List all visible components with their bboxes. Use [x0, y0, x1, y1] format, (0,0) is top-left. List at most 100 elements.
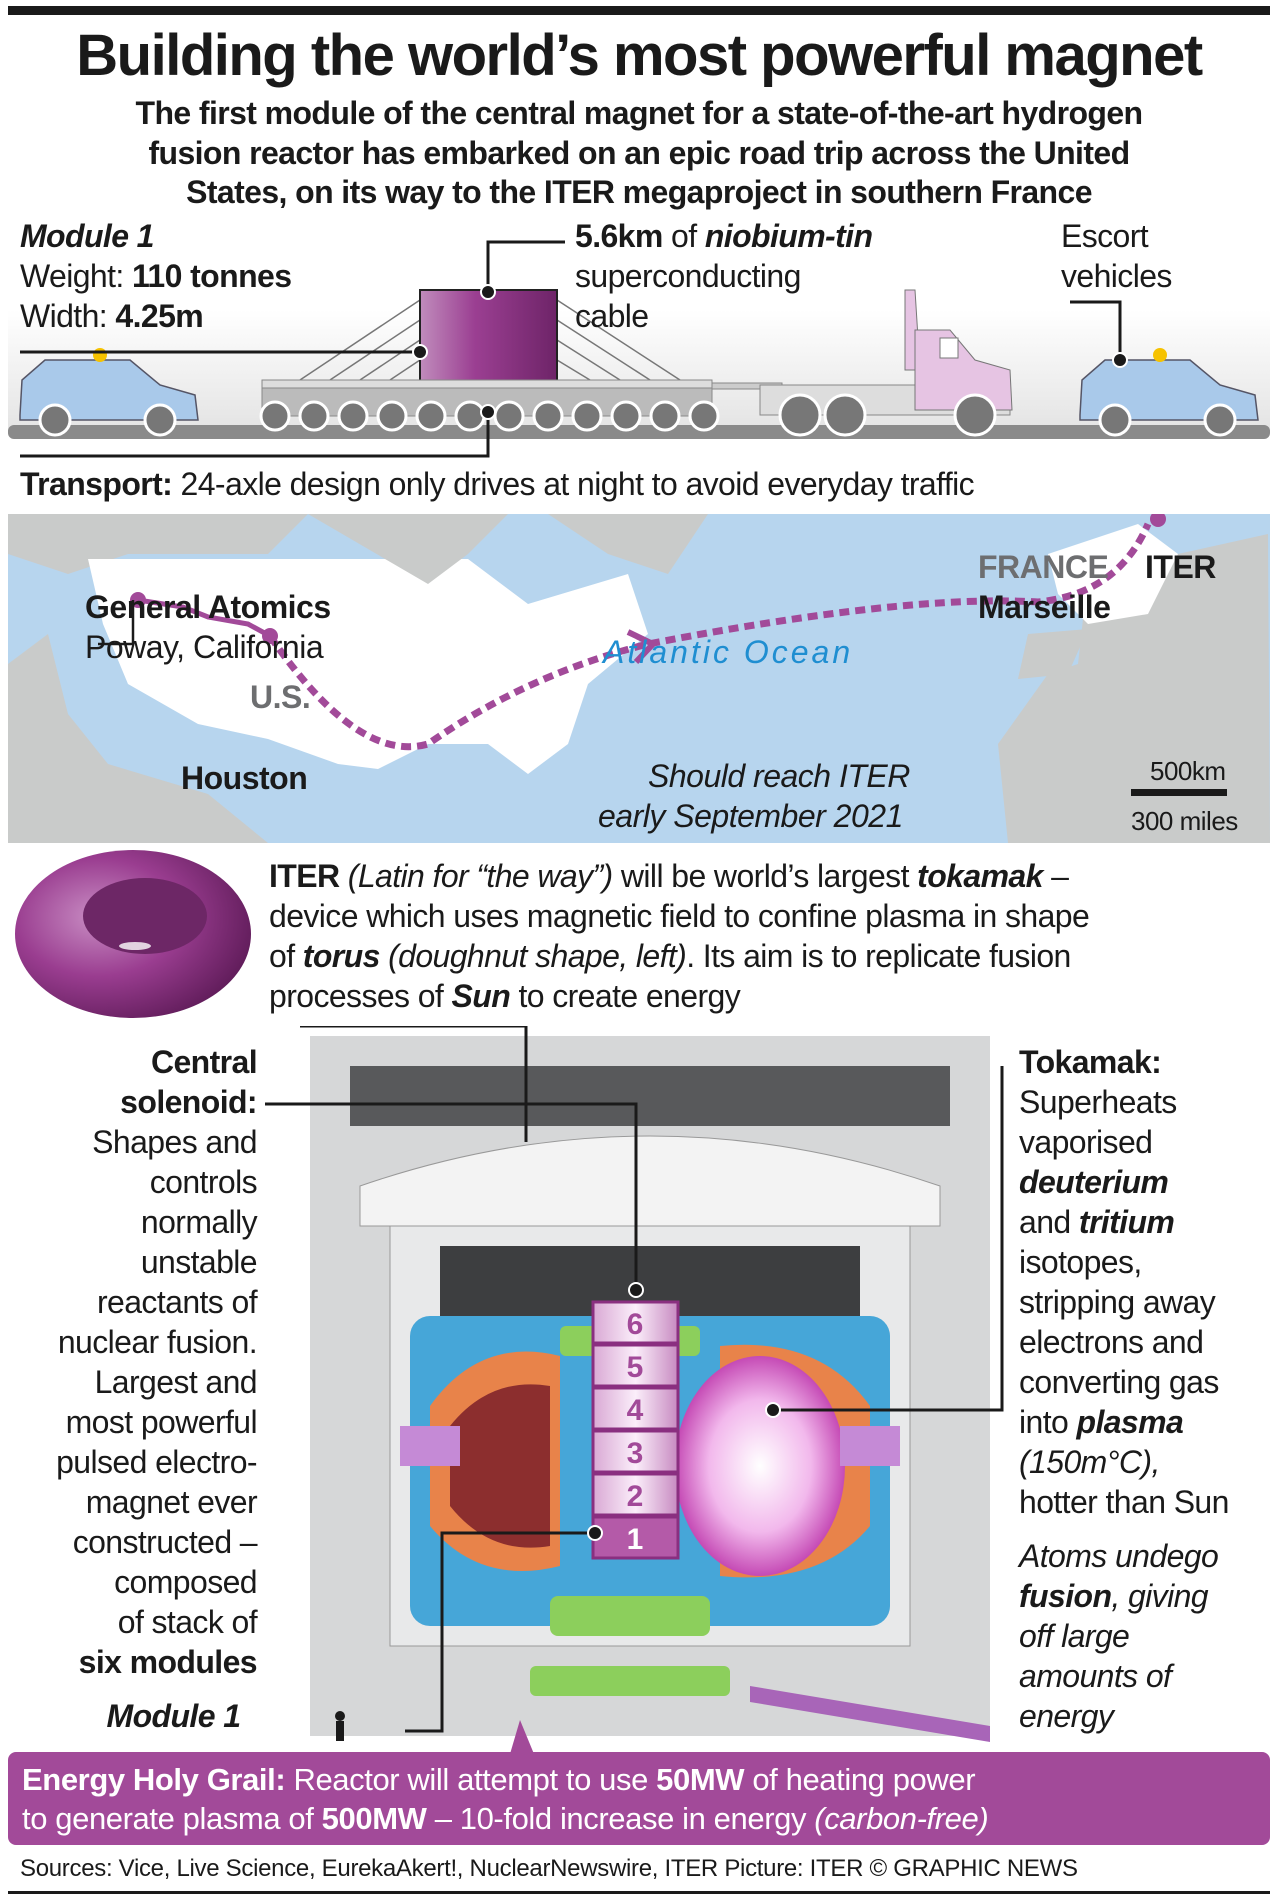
- solenoid-line: constructed –: [72, 1524, 258, 1560]
- desc-text: . Its aim is to replicate fusion: [686, 938, 1071, 974]
- solenoid-line: Largest and: [94, 1364, 258, 1400]
- module-number: 1: [627, 1523, 644, 1556]
- tokamak-line: Superheats: [1019, 1084, 1177, 1120]
- sources-credit: Sources: Vice, Live Science, EurekaAkert…: [20, 1855, 1078, 1882]
- desc-text: (doughnut shape, left): [379, 938, 687, 974]
- width-value: 4.25m: [115, 298, 204, 334]
- fusion-line: , giving: [1111, 1578, 1208, 1614]
- trailer-wheel: [688, 400, 720, 432]
- cable-of: of: [662, 218, 705, 254]
- module-number: 2: [627, 1480, 644, 1513]
- siren-light-icon: [1153, 348, 1167, 362]
- tokamak-line: and: [1019, 1204, 1079, 1240]
- escort-car-left: [19, 348, 199, 437]
- energy-label: Energy Holy Grail:: [22, 1762, 286, 1797]
- solenoid-module: [591, 1343, 680, 1388]
- top-rule: [8, 6, 1270, 15]
- escort-line: Escort: [1061, 218, 1149, 254]
- solenoid-line: normally: [140, 1204, 258, 1240]
- bottom-rule: [8, 1891, 1270, 1894]
- solenoid-title: solenoid:: [120, 1084, 257, 1120]
- subtitle-line: States, on its way to the ITER megaproje…: [186, 174, 1092, 210]
- module-number: 6: [627, 1308, 644, 1341]
- trailer-wheel: [532, 400, 564, 432]
- trailer-wheel: [259, 400, 291, 432]
- solenoid-line: Shapes and: [92, 1124, 257, 1160]
- tokamak-title: Tokamak:: [1019, 1044, 1162, 1080]
- iter-label: ITER: [1145, 549, 1216, 585]
- trailer-wheel: [376, 400, 408, 432]
- scale-bar: [1131, 789, 1227, 796]
- weight-label: Weight:: [20, 258, 132, 294]
- tritium-term: tritium: [1078, 1204, 1175, 1240]
- cable-line: cable: [575, 298, 649, 334]
- callout-lines: [20, 240, 1122, 458]
- fusion-line: off large: [1019, 1618, 1130, 1654]
- ocean-label: Atlantic Ocean: [603, 634, 854, 670]
- solenoid-line: nuclear fusion.: [57, 1324, 258, 1360]
- module-info: Module 1 Weight: 110 tonnes Width: 4.25m: [20, 216, 292, 336]
- iter-description: ITER (Latin for “the way”) will be world…: [269, 856, 1090, 1016]
- six-modules-term: six modules: [78, 1644, 258, 1680]
- module-number: 4: [627, 1394, 644, 1427]
- solenoid-module: [591, 1386, 680, 1431]
- solenoid-line: reactants of: [96, 1284, 258, 1320]
- deuterium-term: deuterium: [1019, 1164, 1169, 1200]
- map-graphic: [8, 514, 1270, 843]
- transport-text: 24-axle design only drives at night to a…: [172, 466, 975, 502]
- solenoid-module: [591, 1300, 680, 1345]
- desc-text: –: [1042, 858, 1069, 894]
- solenoid-line: magnet ever: [85, 1484, 258, 1520]
- trailer-wheel: [337, 400, 369, 432]
- desc-text: of: [269, 938, 303, 974]
- desc-text: will be world’s largest: [612, 858, 918, 894]
- sun-term: Sun: [451, 978, 511, 1014]
- energy-callout-pointer: [510, 1720, 534, 1754]
- transport-label: Transport:: [20, 466, 173, 502]
- trailer-wheel: [571, 400, 603, 432]
- tokamak-line: into: [1019, 1404, 1077, 1440]
- desc-text: device which uses magnetic field to conf…: [269, 898, 1090, 934]
- eta-line: early September 2021: [598, 798, 903, 834]
- solenoid-line: pulsed electro-: [56, 1444, 258, 1480]
- module-heading: Module 1: [20, 218, 154, 254]
- plasma-term: plasma: [1076, 1404, 1184, 1440]
- fusion-line: amounts of: [1019, 1658, 1172, 1694]
- solenoid-line: most powerful: [65, 1404, 258, 1440]
- solenoid-line: controls: [149, 1164, 258, 1200]
- tokamak-line: electrons and: [1019, 1324, 1204, 1360]
- escort-line: vehicles: [1061, 258, 1172, 294]
- tokamak-line: converting gas: [1019, 1364, 1219, 1400]
- module-1-label: Module 1: [106, 1698, 241, 1734]
- heating-power-value: 50MW: [656, 1762, 745, 1797]
- module-number: 3: [627, 1437, 644, 1470]
- scale-km: 500km: [1150, 756, 1226, 786]
- scale-miles: 300 miles: [1131, 806, 1238, 836]
- trailer-wheel: [415, 400, 447, 432]
- subtitle-line: The first module of the central magnet f…: [135, 95, 1144, 131]
- energy-text: to generate plasma of: [22, 1801, 322, 1836]
- trailer-wheel: [454, 400, 486, 432]
- eta-line: Should reach ITER: [648, 758, 910, 794]
- tokamak-line: hotter than Sun: [1019, 1484, 1229, 1520]
- tokamak-line: isotopes,: [1019, 1244, 1142, 1280]
- escort-car-right: [1079, 348, 1259, 437]
- trailer-wheel: [298, 400, 330, 432]
- solenoid-module: [591, 1472, 680, 1517]
- origin-name: General Atomics: [85, 589, 331, 625]
- page-title: Building the world’s most powerful magne…: [76, 23, 1203, 88]
- solenoid-title: Central: [150, 1044, 258, 1080]
- escort-label: Escort vehicles: [1061, 216, 1172, 296]
- energy-text: of heating power: [744, 1762, 976, 1797]
- torus-illustration: [15, 850, 251, 1018]
- desc-text: processes of: [269, 978, 452, 1014]
- energy-text: – 10-fold increase in energy: [426, 1801, 815, 1836]
- fusion-line: Atoms undego: [1019, 1538, 1219, 1574]
- marseille-label: Marseille: [978, 589, 1111, 625]
- route-map: General Atomics Poway, California U.S. H…: [8, 514, 1270, 843]
- tokamak-line: (150m°C),: [1019, 1444, 1160, 1480]
- cable-length: 5.6km: [575, 218, 663, 254]
- tokamak-text: Tokamak: Superheats vaporised deuterium …: [1019, 1042, 1229, 1736]
- energy-text: Reactor will attempt to use: [285, 1762, 657, 1797]
